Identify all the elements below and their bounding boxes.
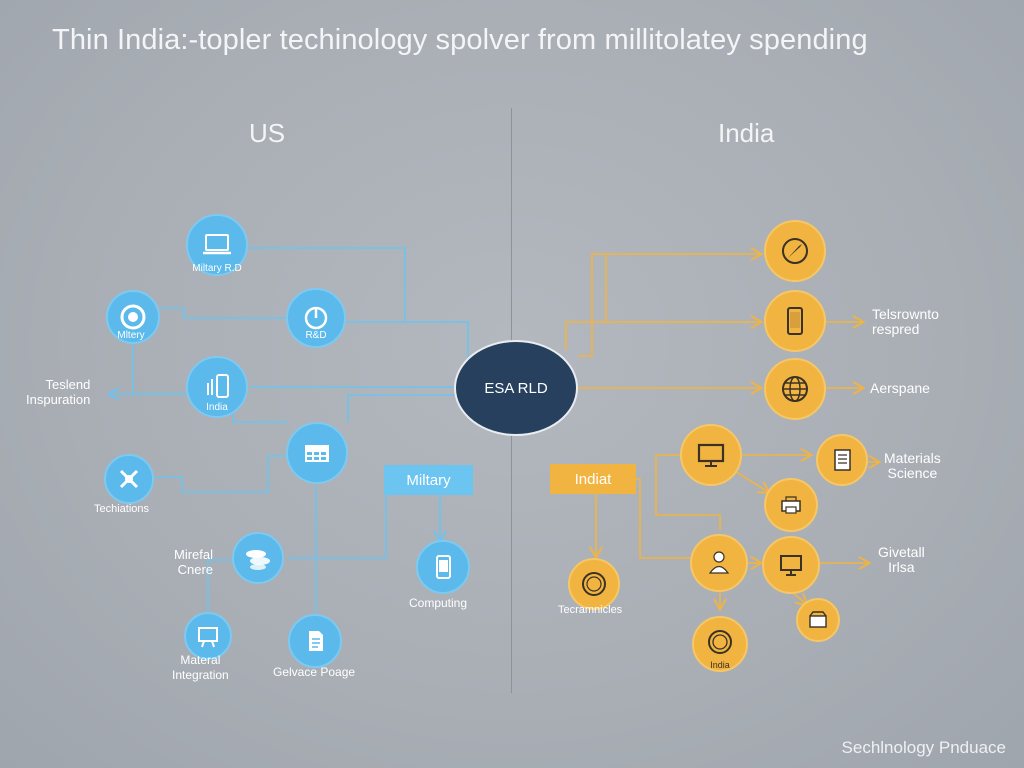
mobile-icon	[436, 555, 451, 579]
printer-node[interactable]	[764, 478, 818, 532]
document-node[interactable]	[288, 614, 342, 668]
box-icon	[809, 611, 827, 628]
label-computing: Computing	[409, 596, 468, 610]
display-icon	[780, 555, 802, 576]
server-node[interactable]	[286, 422, 348, 484]
laptop-icon	[203, 234, 231, 255]
server-icon	[305, 445, 329, 462]
smartphone-node[interactable]	[764, 290, 826, 352]
phone-node-label: India	[206, 402, 228, 413]
india-tag[interactable]: Indiat	[550, 464, 636, 494]
phone-icon	[207, 374, 229, 398]
monitor-node[interactable]	[680, 424, 742, 486]
gauge-icon	[582, 572, 606, 596]
globe-node[interactable]	[764, 358, 826, 420]
rd-node[interactable]	[286, 288, 346, 348]
board-node[interactable]	[184, 612, 232, 660]
label-tecramnicles: Tecramnicles	[558, 604, 623, 616]
laptop-node-label: Miltary R.D	[192, 263, 242, 274]
coin-node[interactable]	[692, 616, 748, 672]
us-military-tag[interactable]: Miltary	[384, 465, 473, 495]
timer-icon	[304, 306, 328, 330]
people-icon	[708, 551, 730, 574]
monitor-icon	[697, 443, 725, 467]
presentation-icon	[198, 627, 218, 648]
mobile-node[interactable]	[416, 540, 470, 594]
disk-node[interactable]	[232, 532, 284, 584]
coin-icon	[708, 630, 732, 654]
label-gelvace: Gelvace Poage	[273, 665, 356, 679]
footer-text: Sechlnology Pnduace	[841, 738, 1006, 757]
circle-node-left[interactable]	[106, 290, 160, 344]
laptop-node[interactable]	[186, 214, 248, 276]
circle-node-left-label: Mltery	[117, 330, 145, 341]
phone-node[interactable]	[186, 356, 248, 418]
gauge-node[interactable]	[568, 558, 620, 610]
heading-us: US	[249, 118, 286, 148]
disk-stack-icon	[246, 550, 270, 570]
compass-icon	[782, 238, 808, 264]
paper-node[interactable]	[816, 434, 868, 486]
people-node[interactable]	[690, 534, 748, 592]
display-node[interactable]	[762, 536, 820, 594]
label-aerspane: Aerspane	[870, 380, 930, 396]
smartphone-icon	[787, 307, 803, 335]
box-node[interactable]	[796, 598, 840, 642]
satellite-icon	[119, 469, 139, 489]
compass-node[interactable]	[764, 220, 826, 282]
label-techiations: Techiations	[94, 503, 150, 515]
document-icon	[309, 631, 323, 651]
coin-node-label: India	[710, 660, 730, 670]
globe-icon	[782, 376, 808, 402]
heading-india: India	[718, 118, 775, 148]
target-icon	[120, 304, 146, 330]
center-node[interactable]: ESA RLD	[454, 340, 578, 436]
paper-icon	[834, 449, 851, 471]
rd-node-label: R&D	[305, 330, 327, 341]
satellite-node[interactable]	[104, 454, 154, 504]
printer-icon	[781, 496, 801, 514]
diagram-title: Thin India:-topler techinology spolver f…	[52, 24, 868, 56]
